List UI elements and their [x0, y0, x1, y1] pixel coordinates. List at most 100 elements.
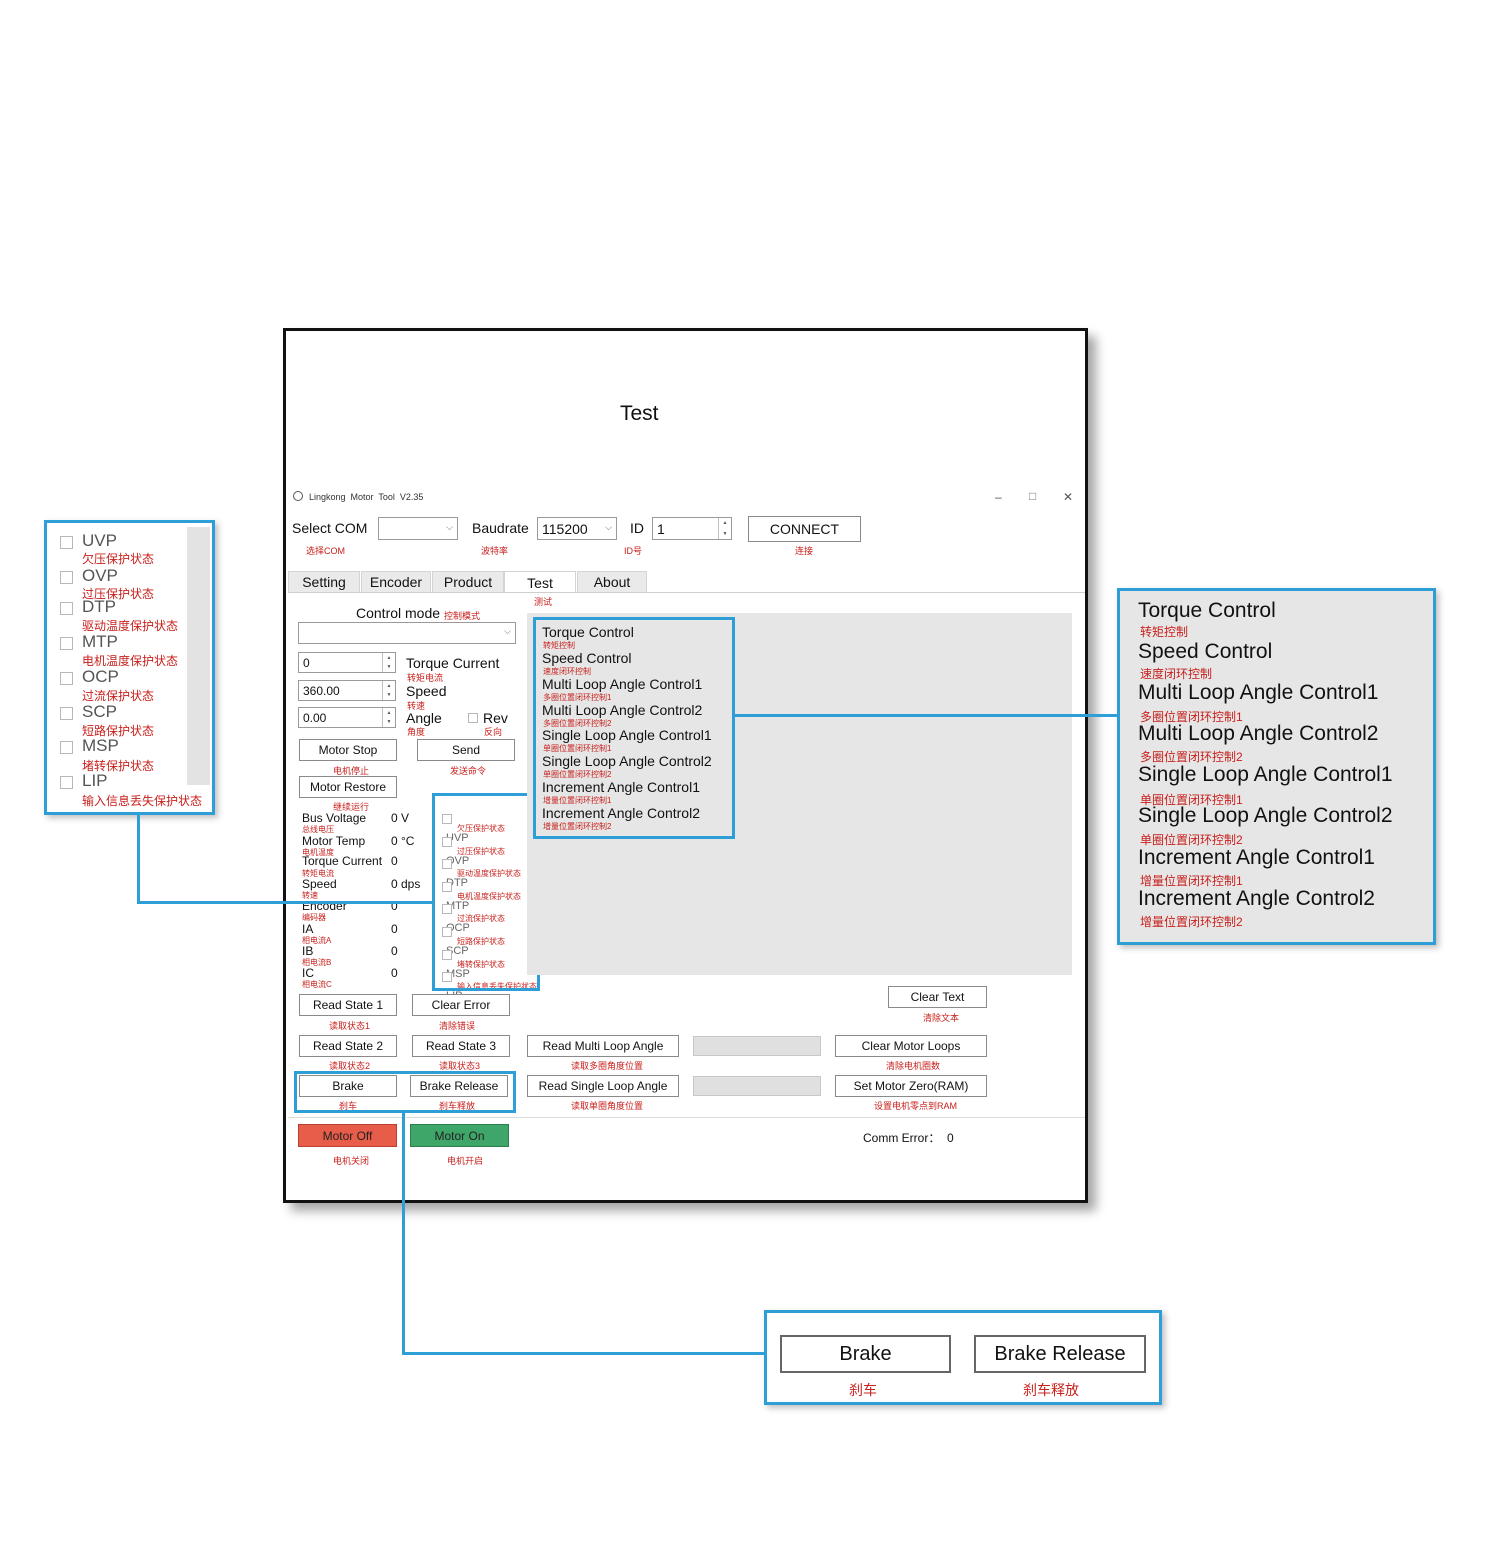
control-mode-select[interactable]: ⌵	[298, 622, 516, 644]
brake-cn: 刹车	[849, 1382, 877, 1398]
stepper-arrows-icon[interactable]: ▲▼	[718, 518, 731, 539]
motor-restore-button[interactable]: Motor Restore	[299, 776, 397, 798]
callout-scrollbar[interactable]	[187, 527, 210, 785]
protection-checkbox[interactable]	[60, 536, 73, 549]
protection-checkbox[interactable]	[442, 971, 452, 982]
speed-input[interactable]: 360.00 ▲▼	[298, 680, 396, 701]
readout-label: IA	[302, 922, 314, 936]
mode-cn: 多圈位置闭环控制2	[543, 719, 612, 728]
id-stepper[interactable]: 1 ▲▼	[652, 517, 732, 540]
angle-input[interactable]: 0.00 ▲▼	[298, 707, 396, 728]
read-state-2-button[interactable]: Read State 2	[299, 1035, 397, 1057]
mode-item[interactable]: Increment Angle Control1	[542, 779, 700, 795]
protection-checkbox[interactable]	[442, 836, 452, 847]
protection-cn: 短路保护状态	[457, 937, 505, 946]
tab-product[interactable]: Product	[432, 571, 504, 593]
motor-stop-button[interactable]: Motor Stop	[299, 739, 397, 761]
stepper-arrows-icon[interactable]: ▲▼	[382, 708, 395, 727]
protection-callout: UVP 欠压保护状态 OVP 过压保护状态 DTP 驱动温度保护状态 MTP 电…	[44, 520, 215, 815]
protection-cn: 过流保护状态	[457, 914, 505, 923]
connect-button[interactable]: CONNECT	[748, 516, 861, 542]
mode-cn: 增量位置闭环控制2	[1140, 915, 1243, 929]
minimize-icon[interactable]: –	[995, 490, 1002, 504]
torque-input[interactable]: 0 ▲▼	[298, 652, 396, 673]
mode-cn: 多圈位置闭环控制1	[1140, 710, 1243, 724]
mode-item[interactable]: Multi Loop Angle Control2	[542, 702, 703, 718]
brake-release-button[interactable]: Brake Release	[974, 1335, 1146, 1373]
baudrate-cn: 波特率	[481, 546, 509, 556]
mode-item[interactable]: Increment Angle Control2	[1138, 887, 1375, 910]
tab-setting[interactable]: Setting	[288, 571, 360, 593]
clear-loops-cn: 清除电机圈数	[886, 1061, 941, 1071]
read-multi-cn: 读取多圈角度位置	[571, 1061, 644, 1071]
clear-text-cn: 清除文本	[923, 1013, 960, 1023]
protection-checkbox[interactable]	[60, 602, 73, 615]
read-single-loop-angle-button[interactable]: Read Single Loop Angle	[527, 1075, 679, 1097]
tab-encoder[interactable]: Encoder	[361, 571, 431, 593]
readout-cn: 相电流B	[302, 958, 332, 967]
readout-label: IC	[302, 966, 314, 980]
send-button[interactable]: Send	[417, 739, 515, 761]
mode-item[interactable]: Multi Loop Angle Control1	[1138, 681, 1379, 704]
control-mode-label: Control mode	[356, 605, 441, 621]
protection-checkbox[interactable]	[442, 949, 452, 960]
motor-stop-cn: 电机停止	[333, 766, 370, 776]
chevron-down-icon: ⌵	[605, 522, 612, 532]
readout-value: 0	[391, 854, 398, 868]
close-icon[interactable]: ✕	[1063, 490, 1074, 504]
mode-item[interactable]: Single Loop Angle Control2	[542, 753, 712, 769]
rev-checkbox[interactable]	[468, 713, 478, 723]
protection-checkbox[interactable]	[442, 881, 452, 892]
stepper-arrows-icon[interactable]: ▲▼	[382, 681, 395, 700]
motor-off-button[interactable]: Motor Off	[298, 1124, 397, 1147]
read-state-1-button[interactable]: Read State 1	[299, 994, 397, 1016]
clear-text-button[interactable]: Clear Text	[888, 986, 987, 1008]
tab-test[interactable]: Test	[504, 571, 576, 593]
protection-code: DTP	[82, 597, 116, 616]
readout-label: Bus Voltage	[302, 811, 367, 825]
protection-checkbox[interactable]	[442, 858, 452, 869]
mode-item[interactable]: Increment Angle Control1	[1138, 846, 1375, 869]
stepper-arrows-icon[interactable]: ▲▼	[382, 653, 395, 672]
protection-checkbox[interactable]	[60, 672, 73, 685]
read-state-3-cn: 读取状态3	[439, 1061, 481, 1071]
protection-checkbox[interactable]	[60, 741, 73, 754]
com-select[interactable]: ⌵	[378, 517, 458, 540]
readout-cn: 编码器	[302, 913, 326, 922]
protection-checkbox[interactable]	[60, 776, 73, 789]
mode-item[interactable]: Single Loop Angle Control1	[1138, 763, 1393, 786]
read-state-3-button[interactable]: Read State 3	[412, 1035, 510, 1057]
mode-item[interactable]: Speed Control	[542, 650, 632, 666]
mode-item[interactable]: Multi Loop Angle Control1	[542, 676, 703, 692]
set-motor-zero-button[interactable]: Set Motor Zero(RAM)	[835, 1075, 987, 1097]
protection-checkbox[interactable]	[60, 707, 73, 720]
mode-item[interactable]: Speed Control	[1138, 640, 1273, 663]
read-multi-loop-angle-button[interactable]: Read Multi Loop Angle	[527, 1035, 679, 1057]
clear-motor-loops-button[interactable]: Clear Motor Loops	[835, 1035, 987, 1057]
mode-item[interactable]: Multi Loop Angle Control2	[1138, 722, 1379, 745]
protection-checkbox[interactable]	[442, 926, 452, 937]
comm-error-status: Comm Error： 0	[863, 1131, 954, 1145]
protection-checkbox[interactable]	[60, 637, 73, 650]
mode-item[interactable]: Single Loop Angle Control2	[1138, 804, 1393, 827]
brake-button[interactable]: Brake	[299, 1075, 397, 1097]
clear-error-button[interactable]: Clear Error	[412, 994, 510, 1016]
mode-item[interactable]: Torque Control	[542, 624, 634, 640]
read-state-2-cn: 读取状态2	[329, 1061, 371, 1071]
torque-current-cn: 转矩电流	[407, 673, 444, 683]
brake-button[interactable]: Brake	[780, 1335, 951, 1373]
mode-item[interactable]: Single Loop Angle Control1	[542, 727, 712, 743]
mode-item[interactable]: Increment Angle Control2	[542, 805, 700, 821]
protection-checkbox[interactable]	[442, 903, 452, 914]
baudrate-select[interactable]: 115200 ⌵	[537, 517, 617, 540]
id-label: ID	[630, 520, 644, 536]
tab-about[interactable]: About	[577, 571, 647, 593]
maximize-icon[interactable]: □	[1029, 489, 1037, 503]
mode-item[interactable]: Torque Control	[1138, 599, 1276, 622]
brake-callout: Brake 刹车 Brake Release 刹车释放	[764, 1310, 1162, 1405]
protection-checkbox[interactable]	[442, 813, 452, 824]
motor-on-button[interactable]: Motor On	[410, 1124, 509, 1147]
protection-checkbox[interactable]	[60, 571, 73, 584]
tab-divider	[288, 592, 1085, 593]
brake-release-button[interactable]: Brake Release	[410, 1075, 508, 1097]
